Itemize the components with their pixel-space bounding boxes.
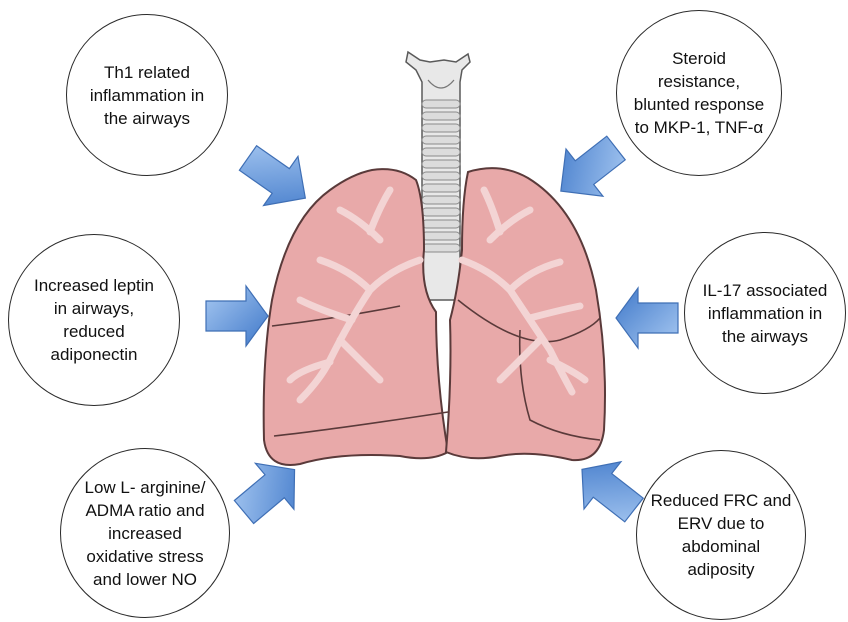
lung-left <box>264 169 448 465</box>
lung-right <box>446 168 605 460</box>
factor-steroid-text: Steroid resistance, blunted response to … <box>634 47 764 139</box>
factor-steroid-bubble: Steroid resistance, blunted response to … <box>616 10 782 176</box>
factor-frc-text: Reduced FRC and ERV due to abdominal adi… <box>651 489 792 581</box>
factor-arginine-text: Low L- arginine/ ADMA ratio and increase… <box>85 476 206 591</box>
factor-leptin-text: Increased leptin in airways, reduced adi… <box>34 274 154 366</box>
factor-th1-text: Th1 related inflammation in the airways <box>90 61 204 130</box>
arrow-icon <box>206 286 268 346</box>
arrow-icon <box>616 288 678 348</box>
factor-arginine-bubble: Low L- arginine/ ADMA ratio and increase… <box>60 448 230 618</box>
factor-th1-bubble: Th1 related inflammation in the airways <box>66 14 228 176</box>
factor-leptin-bubble: Increased leptin in airways, reduced adi… <box>8 234 180 406</box>
factor-il17-bubble: IL-17 associated inflammation in the air… <box>684 232 846 394</box>
factor-il17-text: IL-17 associated inflammation in the air… <box>703 279 828 348</box>
factor-frc-bubble: Reduced FRC and ERV due to abdominal adi… <box>636 450 806 620</box>
